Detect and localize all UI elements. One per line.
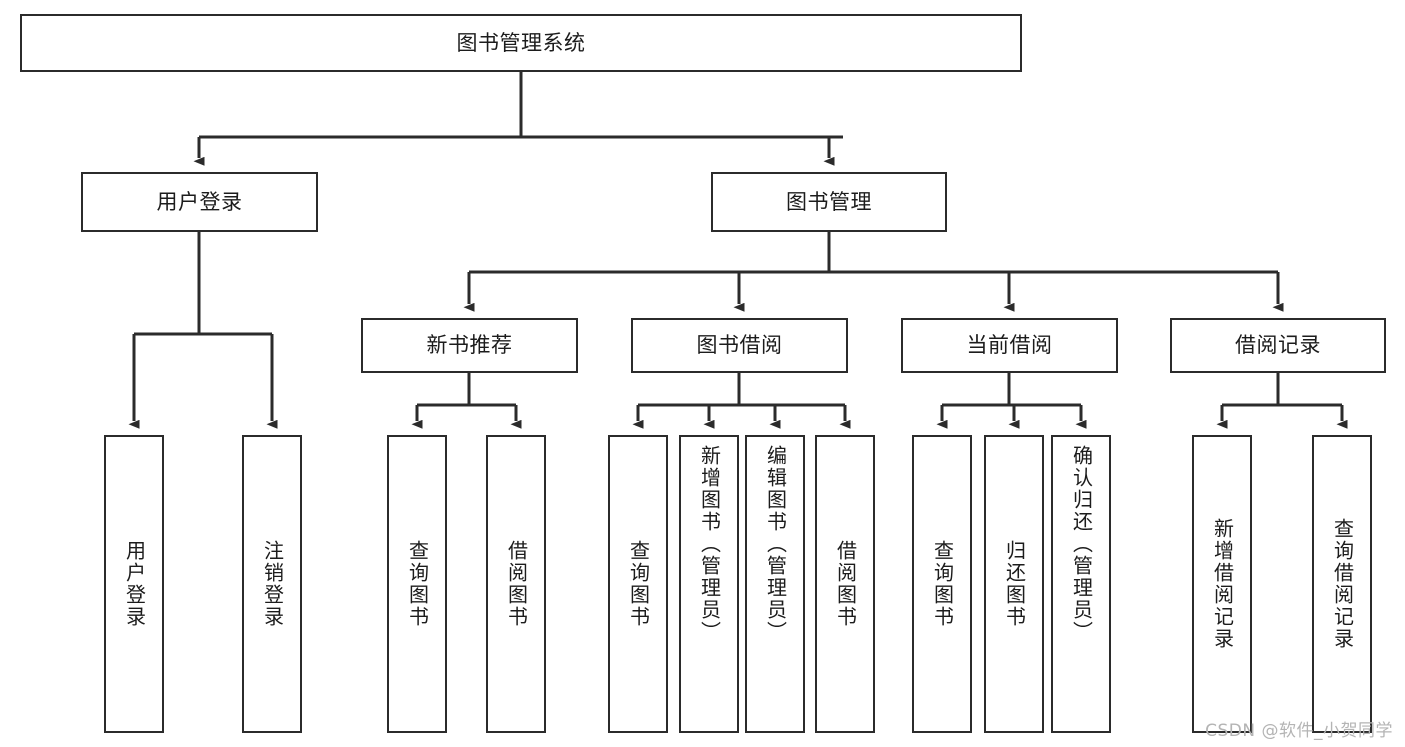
node-leaf-confirm-return-label: 确认归还（管理员） [1069, 445, 1094, 643]
node-leaf-user-logout-label: 注销登录 [260, 540, 285, 628]
node-leaf-borrow-book-2[interactable]: 借阅图书 [815, 435, 875, 733]
node-current-borrow[interactable]: 当前借阅 [901, 318, 1118, 373]
node-leaf-query-book-3-label: 查询图书 [930, 540, 955, 628]
node-book-borrow-label: 图书借阅 [696, 333, 783, 358]
node-leaf-query-book-3[interactable]: 查询图书 [912, 435, 972, 733]
node-book-borrow[interactable]: 图书借阅 [631, 318, 848, 373]
node-leaf-add-record-label: 新增借阅记录 [1210, 518, 1235, 650]
node-current-borrow-label: 当前借阅 [966, 333, 1053, 358]
node-leaf-user-login-label: 用户登录 [122, 540, 147, 628]
node-leaf-return-book[interactable]: 归还图书 [984, 435, 1044, 733]
node-root-label: 图书管理系统 [456, 30, 586, 55]
node-borrow-record[interactable]: 借阅记录 [1170, 318, 1386, 373]
node-leaf-query-book-1[interactable]: 查询图书 [387, 435, 447, 733]
node-leaf-query-book-2-label: 查询图书 [626, 540, 651, 628]
node-leaf-borrow-book-1-label: 借阅图书 [504, 540, 529, 628]
node-leaf-add-book[interactable]: 新增图书（管理员） [679, 435, 739, 733]
node-borrow-record-label: 借阅记录 [1235, 333, 1321, 358]
node-leaf-user-login[interactable]: 用户登录 [104, 435, 164, 733]
node-leaf-return-book-label: 归还图书 [1002, 540, 1027, 628]
node-leaf-edit-book[interactable]: 编辑图书（管理员） [745, 435, 805, 733]
csdn-watermark: CSDN @软件_小贺同学 [1205, 721, 1393, 741]
node-leaf-query-book-1-label: 查询图书 [405, 540, 430, 628]
node-root[interactable]: 图书管理系统 [20, 14, 1022, 72]
node-book-manage-label: 图书管理 [786, 189, 872, 214]
node-leaf-borrow-book-2-label: 借阅图书 [833, 540, 858, 628]
node-leaf-query-record[interactable]: 查询借阅记录 [1312, 435, 1372, 733]
node-new-book-recommend-label: 新书推荐 [426, 333, 513, 358]
node-leaf-add-record[interactable]: 新增借阅记录 [1192, 435, 1252, 733]
node-new-book-recommend[interactable]: 新书推荐 [361, 318, 578, 373]
node-leaf-user-logout[interactable]: 注销登录 [242, 435, 302, 733]
node-leaf-confirm-return[interactable]: 确认归还（管理员） [1051, 435, 1111, 733]
node-leaf-borrow-book-1[interactable]: 借阅图书 [486, 435, 546, 733]
node-user-login[interactable]: 用户登录 [81, 172, 318, 232]
node-user-login-label: 用户登录 [156, 189, 243, 214]
node-leaf-add-book-label: 新增图书（管理员） [697, 445, 722, 643]
node-leaf-edit-book-label: 编辑图书（管理员） [763, 445, 788, 643]
node-book-manage[interactable]: 图书管理 [711, 172, 947, 232]
node-leaf-query-record-label: 查询借阅记录 [1330, 518, 1355, 650]
node-leaf-query-book-2[interactable]: 查询图书 [608, 435, 668, 733]
